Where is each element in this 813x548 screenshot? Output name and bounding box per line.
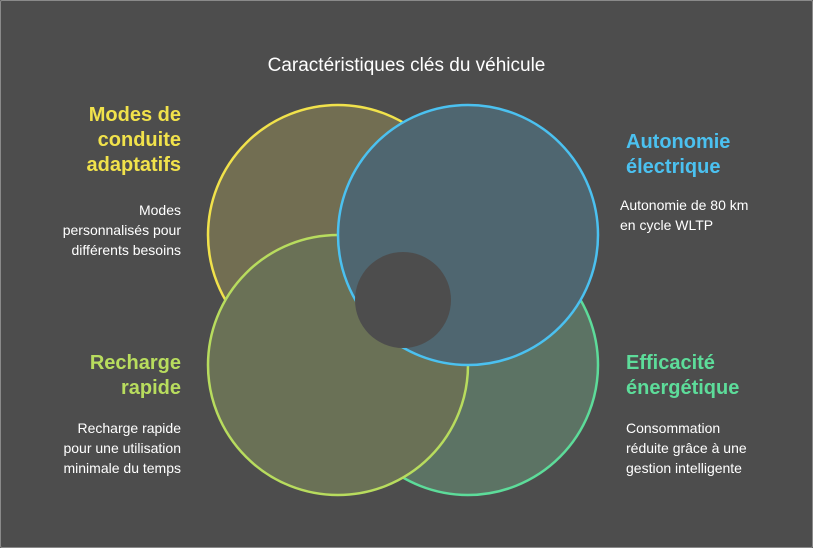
diagram-title: Caractéristiques clés du véhicule <box>267 55 546 76</box>
desc-recharge-line-1: Recharge rapide <box>77 420 181 436</box>
desc-modes-line-1: Modes <box>138 202 181 218</box>
label-modes-line-2: conduite <box>97 129 181 151</box>
desc-recharge-line-3: minimale du temps <box>63 460 182 476</box>
label-recharge: Recharge rapide <box>90 351 181 401</box>
label-autonomie: Autonomie électrique <box>626 130 730 180</box>
desc-recharge: Recharge rapide pour une utilisation min… <box>63 418 181 478</box>
label-recharge-line-2: rapide <box>120 377 181 399</box>
label-autonomie-line-2: électrique <box>626 156 721 178</box>
desc-autonomie-line-2: en cycle WLTP <box>620 217 714 233</box>
desc-efficacite-line-2: réduite grâce à une <box>626 440 747 456</box>
desc-modes-line-3: différents besoins <box>71 242 181 258</box>
label-modes-conduite: Modes de conduite adaptatifs <box>87 103 181 178</box>
desc-modes-conduite: Modes personnalisés pour différents beso… <box>63 200 181 260</box>
center-hole <box>355 252 451 348</box>
label-autonomie-line-1: Autonomie <box>626 131 731 153</box>
desc-recharge-line-2: pour une utilisation <box>63 440 181 456</box>
label-efficacite-line-1: Efficacité <box>626 352 715 374</box>
desc-autonomie-line-1: Autonomie de 80 km <box>620 197 749 213</box>
label-modes-line-1: Modes de <box>88 104 181 126</box>
label-modes-line-3: adaptatifs <box>86 154 181 176</box>
label-efficacite: Efficacité énergétique <box>626 351 739 401</box>
desc-efficacite-line-3: gestion intelligente <box>626 460 742 476</box>
desc-efficacite: Consommation réduite grâce à une gestion… <box>626 418 747 478</box>
desc-modes-line-2: personnalisés pour <box>62 222 181 238</box>
label-recharge-line-1: Recharge <box>89 352 181 374</box>
desc-efficacite-line-1: Consommation <box>626 420 721 436</box>
desc-autonomie: Autonomie de 80 km en cycle WLTP <box>620 195 748 235</box>
label-efficacite-line-2: énergétique <box>626 377 740 399</box>
